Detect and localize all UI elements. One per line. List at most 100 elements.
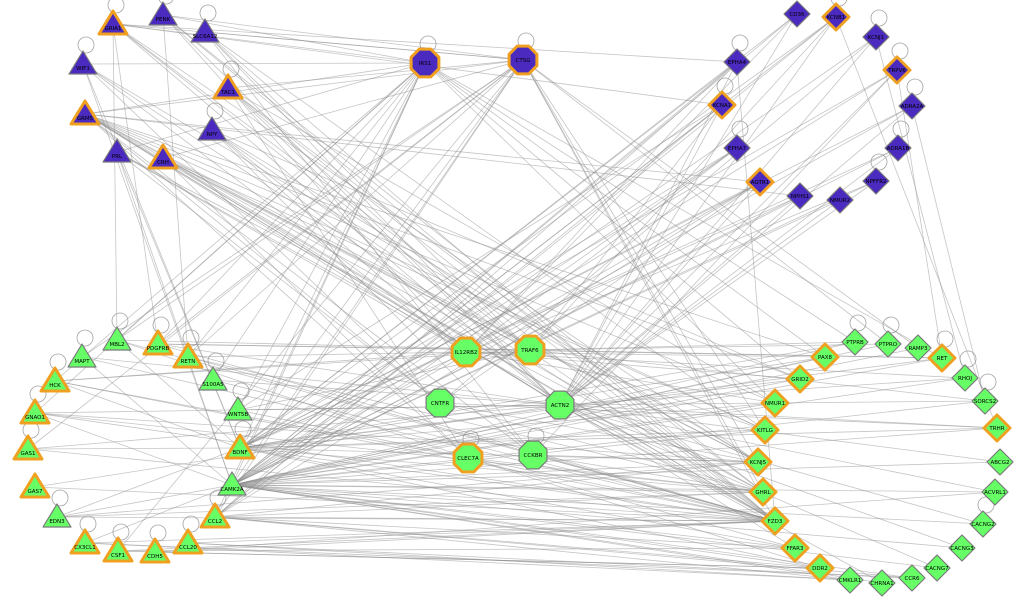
node-PTPRO[interactable]: PTPRO [874, 330, 902, 358]
node-TRHR[interactable]: TRHR [982, 413, 1012, 443]
node-CX3CL1[interactable]: CX3CL1 [69, 528, 101, 555]
node-WNT5B[interactable]: WNT5B [223, 396, 253, 421]
node-shape-diamond-RHOJ [951, 364, 979, 392]
self-loop-NPFFR2 [870, 153, 888, 171]
edge-GRM5-PAX8 [84, 113, 826, 358]
node-MAPT[interactable]: MAPT [67, 343, 97, 368]
node-HCK[interactable]: HCK [39, 366, 71, 393]
node-ACVRL1[interactable]: ACVRL1 [981, 478, 1009, 506]
node-CACNG3[interactable]: CACNG3 [948, 534, 976, 562]
node-shape-diamond-GRID2 [785, 364, 815, 394]
node-WIF1[interactable]: WIF1 [68, 50, 98, 75]
node-shape-triangle-MBL2 [102, 326, 132, 351]
edge-CTSG-RETN [187, 59, 524, 358]
edge-KCNA1-TRAF6 [529, 104, 723, 351]
node-NPHS1[interactable]: NPHS1 [786, 182, 814, 210]
node-CACNG2[interactable]: CACNG2 [969, 510, 997, 538]
node-SORCS2[interactable]: SORCS2 [971, 387, 999, 415]
node-CHRNA1[interactable]: CHRNA1 [868, 569, 896, 597]
edge-EPHA7-CAMK2A [231, 147, 738, 486]
node-RET[interactable]: RET [927, 343, 957, 373]
node-shape-octagon-ACTN2 [545, 390, 575, 420]
self-loop-PENK [158, 0, 174, 5]
edge-KCNJ1-ACTN2 [559, 36, 877, 406]
edge-TAC1-NMUR1 [227, 87, 776, 404]
node-CTSG[interactable]: CTSG [507, 44, 539, 76]
self-loop-EPHA7 [731, 120, 749, 138]
node-AGTR1[interactable]: AGTR1 [745, 167, 775, 197]
node-TAC1[interactable]: TAC1 [212, 73, 244, 100]
edge-IRS1-PTPRB [424, 62, 856, 343]
edge-ACTN2-TRHR [559, 404, 998, 429]
edge-ADRA2A-ACTN2 [559, 105, 913, 406]
edge-CCL20-CMKLR1 [187, 542, 851, 581]
node-PAX8[interactable]: PAX8 [810, 342, 840, 372]
self-loop-RETN [182, 329, 200, 347]
node-shape-diamond-KCNJ5 [743, 447, 773, 477]
edge-CCKBR-GHRL [532, 454, 764, 493]
node-CCL2[interactable]: CCL2 [199, 502, 231, 529]
node-shape-diamond-ADRA2A [898, 92, 926, 120]
edge-CTSG-MBL2 [116, 59, 524, 341]
node-KCNA1[interactable]: KCNA1 [707, 90, 737, 120]
edge-CTSG-CCL2 [214, 59, 524, 518]
edge-CTSG-RAMP3 [522, 59, 919, 349]
node-PDGFRB[interactable]: PDGFRB [142, 329, 174, 356]
node-PENK[interactable]: PENK [148, 1, 178, 26]
edge-CCKBR-KCNJ5 [532, 454, 759, 463]
edge-NPHS1-ACTN2 [559, 195, 801, 406]
node-shape-triangle-BDNF [224, 433, 256, 460]
node-shape-diamond-NPHS1 [786, 182, 814, 210]
edge-CTSG-PTPRO [522, 59, 889, 345]
node-shape-triangle-GRM5 [69, 99, 101, 126]
node-shape-diamond-ABCG2 [986, 448, 1014, 476]
node-CCKBR[interactable]: CCKBR [518, 440, 548, 470]
node-PRL[interactable]: PRL [102, 138, 132, 163]
edge-CAMK2A-KITLG [231, 429, 766, 486]
edge-PRL-IRS1 [116, 62, 426, 153]
node-shape-diamond-EPHA7 [723, 134, 751, 162]
node-CLEC7A[interactable]: CLEC7A [452, 442, 484, 474]
self-loop-CACNG2 [977, 496, 995, 514]
edge-TRAF6-SORCS2 [529, 349, 986, 402]
node-shape-diamond-FFAR3 [780, 533, 810, 563]
self-loop-PTPRO [882, 316, 900, 334]
node-CCR6[interactable]: CCR6 [898, 564, 926, 592]
edge-BDNF-TRHR [239, 427, 998, 449]
node-CNTFR[interactable]: CNTFR [425, 388, 455, 418]
node-CCL20[interactable]: CCL20 [172, 528, 204, 555]
edge-WNT5B-FZD3 [237, 409, 776, 522]
edge-KCNJ1-CAMK2A [231, 36, 877, 486]
edge-ACTN2-CACNG7 [559, 404, 938, 569]
node-GRIA1[interactable]: GRIA1 [97, 9, 129, 36]
edge-CTSG-CAMK2A [231, 59, 524, 486]
node-KCNJ5[interactable]: KCNJ5 [743, 447, 773, 477]
node-ABCG2[interactable]: ABCG2 [986, 448, 1014, 476]
edge-ADRA1B-ACTN2 [559, 147, 899, 406]
edge-NMUR2-ACTN2 [559, 199, 841, 406]
node-GAS1[interactable]: GAS1 [12, 434, 44, 461]
node-ADRA2A[interactable]: ADRA2A [898, 92, 926, 120]
node-ACTN2[interactable]: ACTN2 [545, 390, 575, 420]
self-loop-S100A5 [207, 352, 225, 370]
node-NPY[interactable]: NPY [197, 116, 227, 141]
edge-IRS1-PDGFRB [157, 62, 426, 345]
node-shape-octagon-CTSG [507, 44, 539, 76]
node-PTPRB[interactable]: PTPRB [841, 328, 869, 356]
node-KITLG[interactable]: KITLG [750, 415, 780, 445]
node-TRAF6[interactable]: TRAF6 [514, 334, 546, 366]
node-NMUR2[interactable]: NMUR2 [826, 186, 854, 214]
edge-GAS1-ACTN2 [27, 404, 561, 450]
edge-EPHA4-BDNF [239, 61, 738, 449]
node-CACNG7[interactable]: CACNG7 [923, 554, 951, 582]
node-KCNJ1[interactable]: KCNJ1 [862, 23, 890, 51]
node-KCNB1[interactable]: KCNB1 [821, 2, 851, 32]
node-IL12RB2[interactable]: IL12RB2 [450, 336, 482, 368]
self-loop-CCL20 [182, 515, 200, 533]
edge-CAMK2A-FZD3 [231, 484, 776, 522]
node-GNAO1[interactable]: GNAO1 [19, 398, 51, 425]
node-IRS1[interactable]: IRS1 [409, 47, 441, 79]
node-shape-diamond-NMUR2 [826, 186, 854, 214]
